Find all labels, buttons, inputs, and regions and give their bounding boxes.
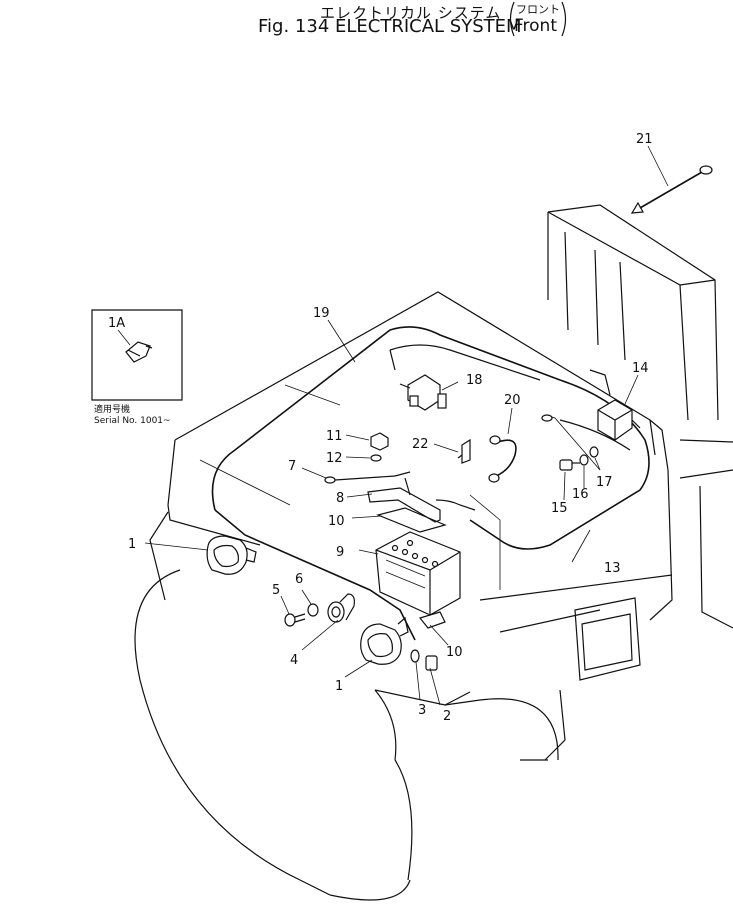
callout-1-left: 1	[128, 537, 136, 552]
inset-serial: Serial No. 1001~	[94, 416, 171, 426]
callout-5: 5	[272, 583, 280, 598]
callout-20: 20	[504, 393, 521, 408]
callout-3: 3	[418, 703, 426, 718]
callout-4: 4	[290, 653, 298, 668]
part-4-horn	[327, 593, 355, 623]
callout-7: 7	[288, 459, 296, 474]
callout-12: 12	[326, 451, 343, 466]
part-1-lamp-right	[360, 616, 409, 665]
callout-1-lower: 1	[335, 679, 343, 694]
callout-13: 13	[604, 561, 621, 576]
callout-labels: 1 1 2 3 4 5 6 7 8 9 10 10 11 12 13 14 15…	[94, 132, 653, 724]
part-10-tray	[376, 507, 447, 533]
figure-title: Fig. 134 ELECTRICAL SYSTEM	[258, 16, 522, 37]
part-22-bracket	[457, 438, 471, 464]
callout-19: 19	[313, 306, 330, 321]
callout-8: 8	[336, 491, 344, 506]
callout-10-upper: 10	[328, 514, 345, 529]
callout-16: 16	[572, 487, 589, 502]
machine-body	[149, 291, 673, 761]
part-21-rod	[630, 165, 713, 214]
parts-15-16-17-fasteners	[541, 414, 601, 471]
parts-2-3-bolt-washer	[410, 649, 438, 671]
part-20-cable	[488, 435, 517, 483]
part-14-relay	[597, 399, 641, 441]
callout-17: 17	[596, 475, 613, 490]
part-9-battery	[375, 531, 461, 629]
leader-lines	[144, 145, 669, 706]
cab-structure	[547, 204, 733, 629]
inset-box-1a	[91, 309, 183, 401]
variant-japanese: フロント	[516, 3, 560, 16]
part-7-cable	[324, 471, 411, 496]
parts-5-6-bolt-washer	[284, 603, 319, 627]
variant-label: Front	[514, 16, 557, 36]
parts-11-12-nut-washer	[370, 432, 389, 462]
part-1-lamp-left	[206, 535, 257, 575]
callout-10-lower: 10	[446, 645, 463, 660]
callout-14: 14	[632, 361, 649, 376]
callout-2: 2	[443, 709, 451, 724]
callout-9: 9	[336, 545, 344, 560]
inset-serial-japanese: 適用号機	[94, 403, 130, 415]
callout-21: 21	[636, 132, 653, 147]
callout-11: 11	[326, 429, 343, 444]
roller-drum	[134, 569, 559, 901]
inset-label-1a: 1A	[108, 316, 125, 331]
callout-15: 15	[551, 501, 568, 516]
part-18-switch	[399, 374, 447, 411]
callout-22: 22	[412, 437, 429, 452]
callout-6: 6	[295, 572, 303, 587]
variant-parentheses	[509, 1, 567, 37]
callout-18: 18	[466, 373, 483, 388]
part-8-bar	[367, 487, 476, 523]
figure-title-japanese: エレクトリカル システム	[320, 4, 502, 22]
